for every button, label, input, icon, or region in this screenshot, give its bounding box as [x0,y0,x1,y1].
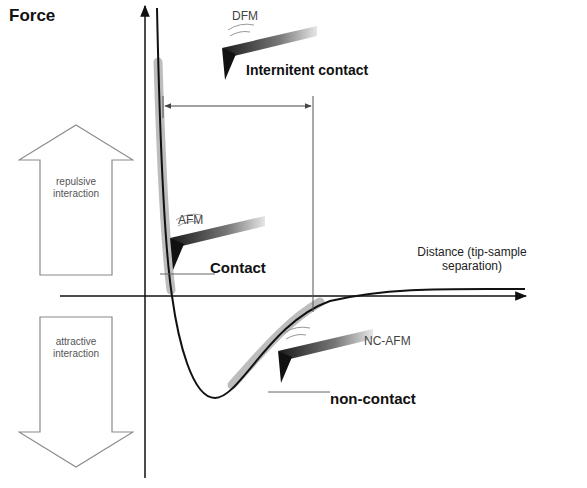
distance-axis [60,295,526,297]
mode-description: Contact [210,259,266,276]
noncontact-region [232,302,320,385]
mode-description: Internitent contact [246,62,368,78]
mode-name: AFM [178,214,203,228]
ncafm-probe [278,327,373,383]
sample-line [268,392,330,393]
interaction-label: repulsive interaction [42,176,110,200]
attractive-arrow: attractive interaction [18,316,134,468]
range-arrow [165,106,311,107]
force-axis [144,6,146,478]
mode-name: NC-AFM [364,335,411,349]
repulsive-arrow: repulsive interaction [18,124,134,276]
bracket-line [313,96,314,312]
interaction-label: attractive interaction [42,336,110,360]
mode-description: non-contact [330,390,416,407]
axis-title: Distance (tip-sample separation) [400,246,544,274]
mode-name: DFM [232,10,258,24]
arrow-outline [18,124,134,276]
bracket-line [163,96,164,118]
axis-title: Force [9,6,55,26]
sample-line [160,274,215,275]
force-curve [157,8,525,398]
